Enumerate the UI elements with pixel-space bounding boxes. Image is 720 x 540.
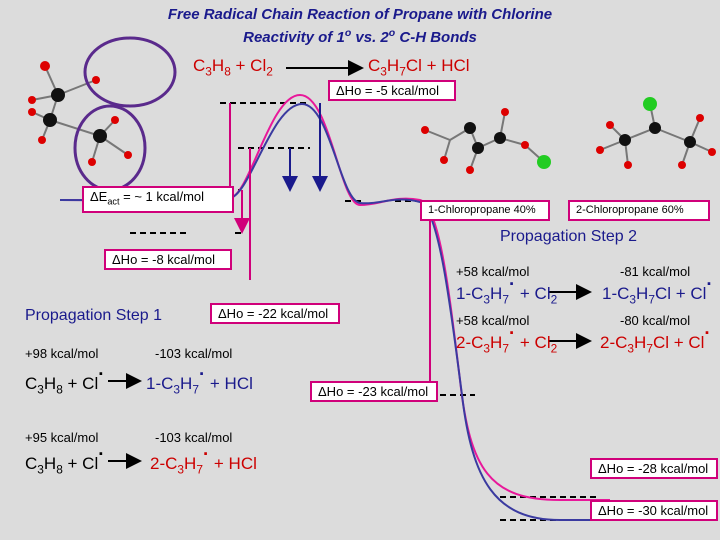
overall-dh-box: ΔHo = -5 kcal/mol <box>328 80 456 101</box>
step1-r2-left: C3H8 + Cl· <box>25 442 105 477</box>
step2-r1-bde-left: +58 kcal/mol <box>456 264 530 279</box>
step1-label: Propagation Step 1 <box>25 307 162 324</box>
dh-minus22-box: ΔHo = -22 kcal/mol <box>210 303 340 324</box>
dh-minus23-box: ΔHo = -23 kcal/mol <box>310 381 438 402</box>
step1-r2-right: 2-C3H7· + HCl <box>150 442 257 477</box>
step1-r2-bde-right: -103 kcal/mol <box>155 430 233 445</box>
step1-r1-left: C3H8 + Cl· <box>25 362 105 397</box>
overall-products: C3H7Cl + HCl <box>368 56 470 79</box>
chloropropane-1-box: 1-Chloropropane 40% <box>420 200 550 221</box>
step2-r1-left: 1-C3H7· + Cl2 <box>456 272 558 307</box>
dh-minus28-box: ΔHo = -28 kcal/mol <box>590 458 718 479</box>
highlight-circle-2 <box>73 104 147 192</box>
step2-r1-bde-right: -81 kcal/mol <box>620 264 691 279</box>
step2-r2-left: 2-C3H7· + Cl2 <box>456 321 558 356</box>
step2-label: Propagation Step 2 <box>500 228 637 245</box>
step1-r2-bde-left: +95 kcal/mol <box>25 430 99 445</box>
dh-minus8-box: ΔHo = -8 kcal/mol <box>104 249 232 270</box>
step2-r2-bde-right: -80 kcal/mol <box>620 313 691 328</box>
propane-molecule <box>28 36 177 192</box>
dh-minus30-box: ΔHo = -30 kcal/mol <box>590 500 718 521</box>
chloropropane-2-box: 2-Chloropropane 60% <box>568 200 710 221</box>
step2-r2-bde-left: +58 kcal/mol <box>456 313 530 328</box>
chloropropane-1-molecule <box>421 108 551 174</box>
overall-reactants: C3H8 + Cl2 <box>193 56 273 79</box>
chloropropane-2-molecule <box>596 97 716 169</box>
title-line-1: Free Radical Chain Reaction of Propane w… <box>167 6 553 23</box>
step2-r1-right: 1-C3H7Cl + Cl· <box>602 272 713 307</box>
step1-r1-bde-left: +98 kcal/mol <box>25 346 99 361</box>
highlight-circle-1 <box>83 36 177 108</box>
step1-r1-bde-right: -103 kcal/mol <box>155 346 233 361</box>
title-line-2: Reactivity of 1o vs. 2o C-H Bonds <box>243 27 477 46</box>
step2-r2-right: 2-C3H7Cl + Cl· <box>600 321 711 356</box>
eact-box: ΔEact = ~ 1 kcal/mol <box>82 186 234 213</box>
step1-r1-right: 1-C3H7· + HCl <box>146 362 253 397</box>
